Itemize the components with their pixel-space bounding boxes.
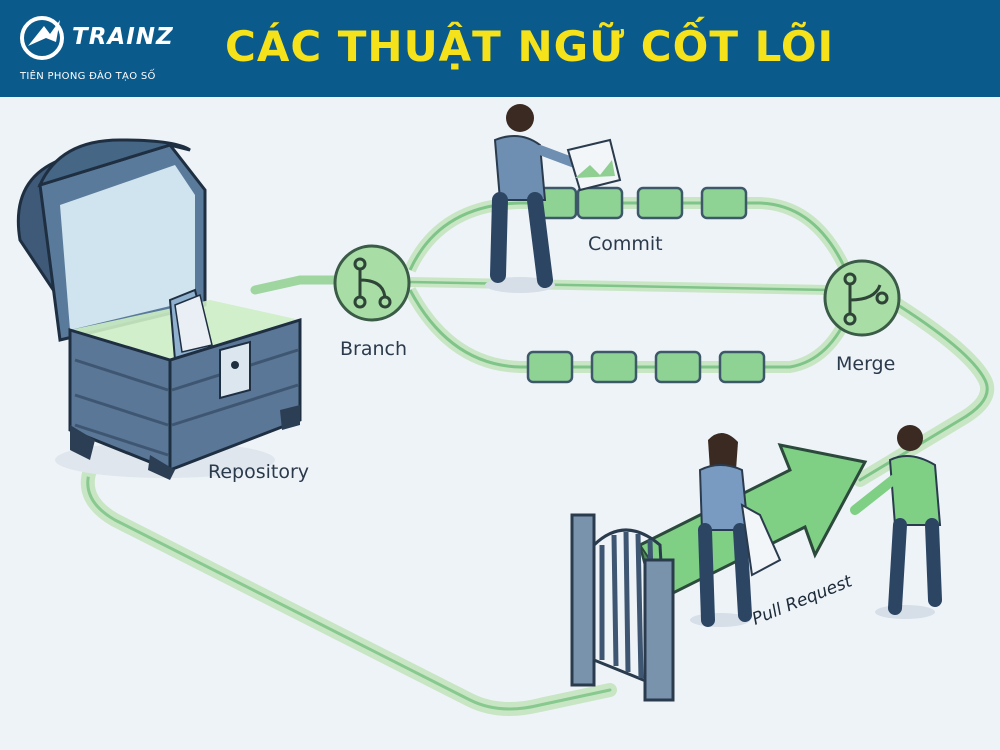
repository-chest-icon [16, 138, 302, 480]
repository-label: Repository [208, 461, 309, 483]
person-committing-icon [485, 104, 622, 293]
pull-request-label: Pull Request [749, 571, 856, 630]
header-bar: TRAINZ TIÊN PHONG ĐÀO TẠO SỐ CÁC THUẬT N… [0, 0, 1000, 97]
commit-blocks-top [530, 186, 748, 220]
person-requesting-icon [690, 432, 782, 627]
workflow-diagram: Repository Branch Commit Merge Pull Requ… [16, 104, 995, 716]
merge-node-icon [823, 259, 901, 337]
brand-name: TRAINZ [72, 24, 174, 50]
commit-label: Commit [588, 233, 663, 255]
page-title: CÁC THUẬT NGỮ CỐT LÕI [225, 22, 835, 71]
trainz-logo-icon [20, 16, 64, 60]
gate-icon [570, 513, 675, 702]
person-reviewing-icon [850, 425, 942, 619]
branch-node-icon [333, 244, 411, 322]
commit-blocks-bottom [526, 350, 766, 384]
branch-label: Branch [340, 338, 407, 360]
brand-tagline: TIÊN PHONG ĐÀO TẠO SỐ [20, 71, 156, 82]
merge-label: Merge [836, 353, 895, 375]
